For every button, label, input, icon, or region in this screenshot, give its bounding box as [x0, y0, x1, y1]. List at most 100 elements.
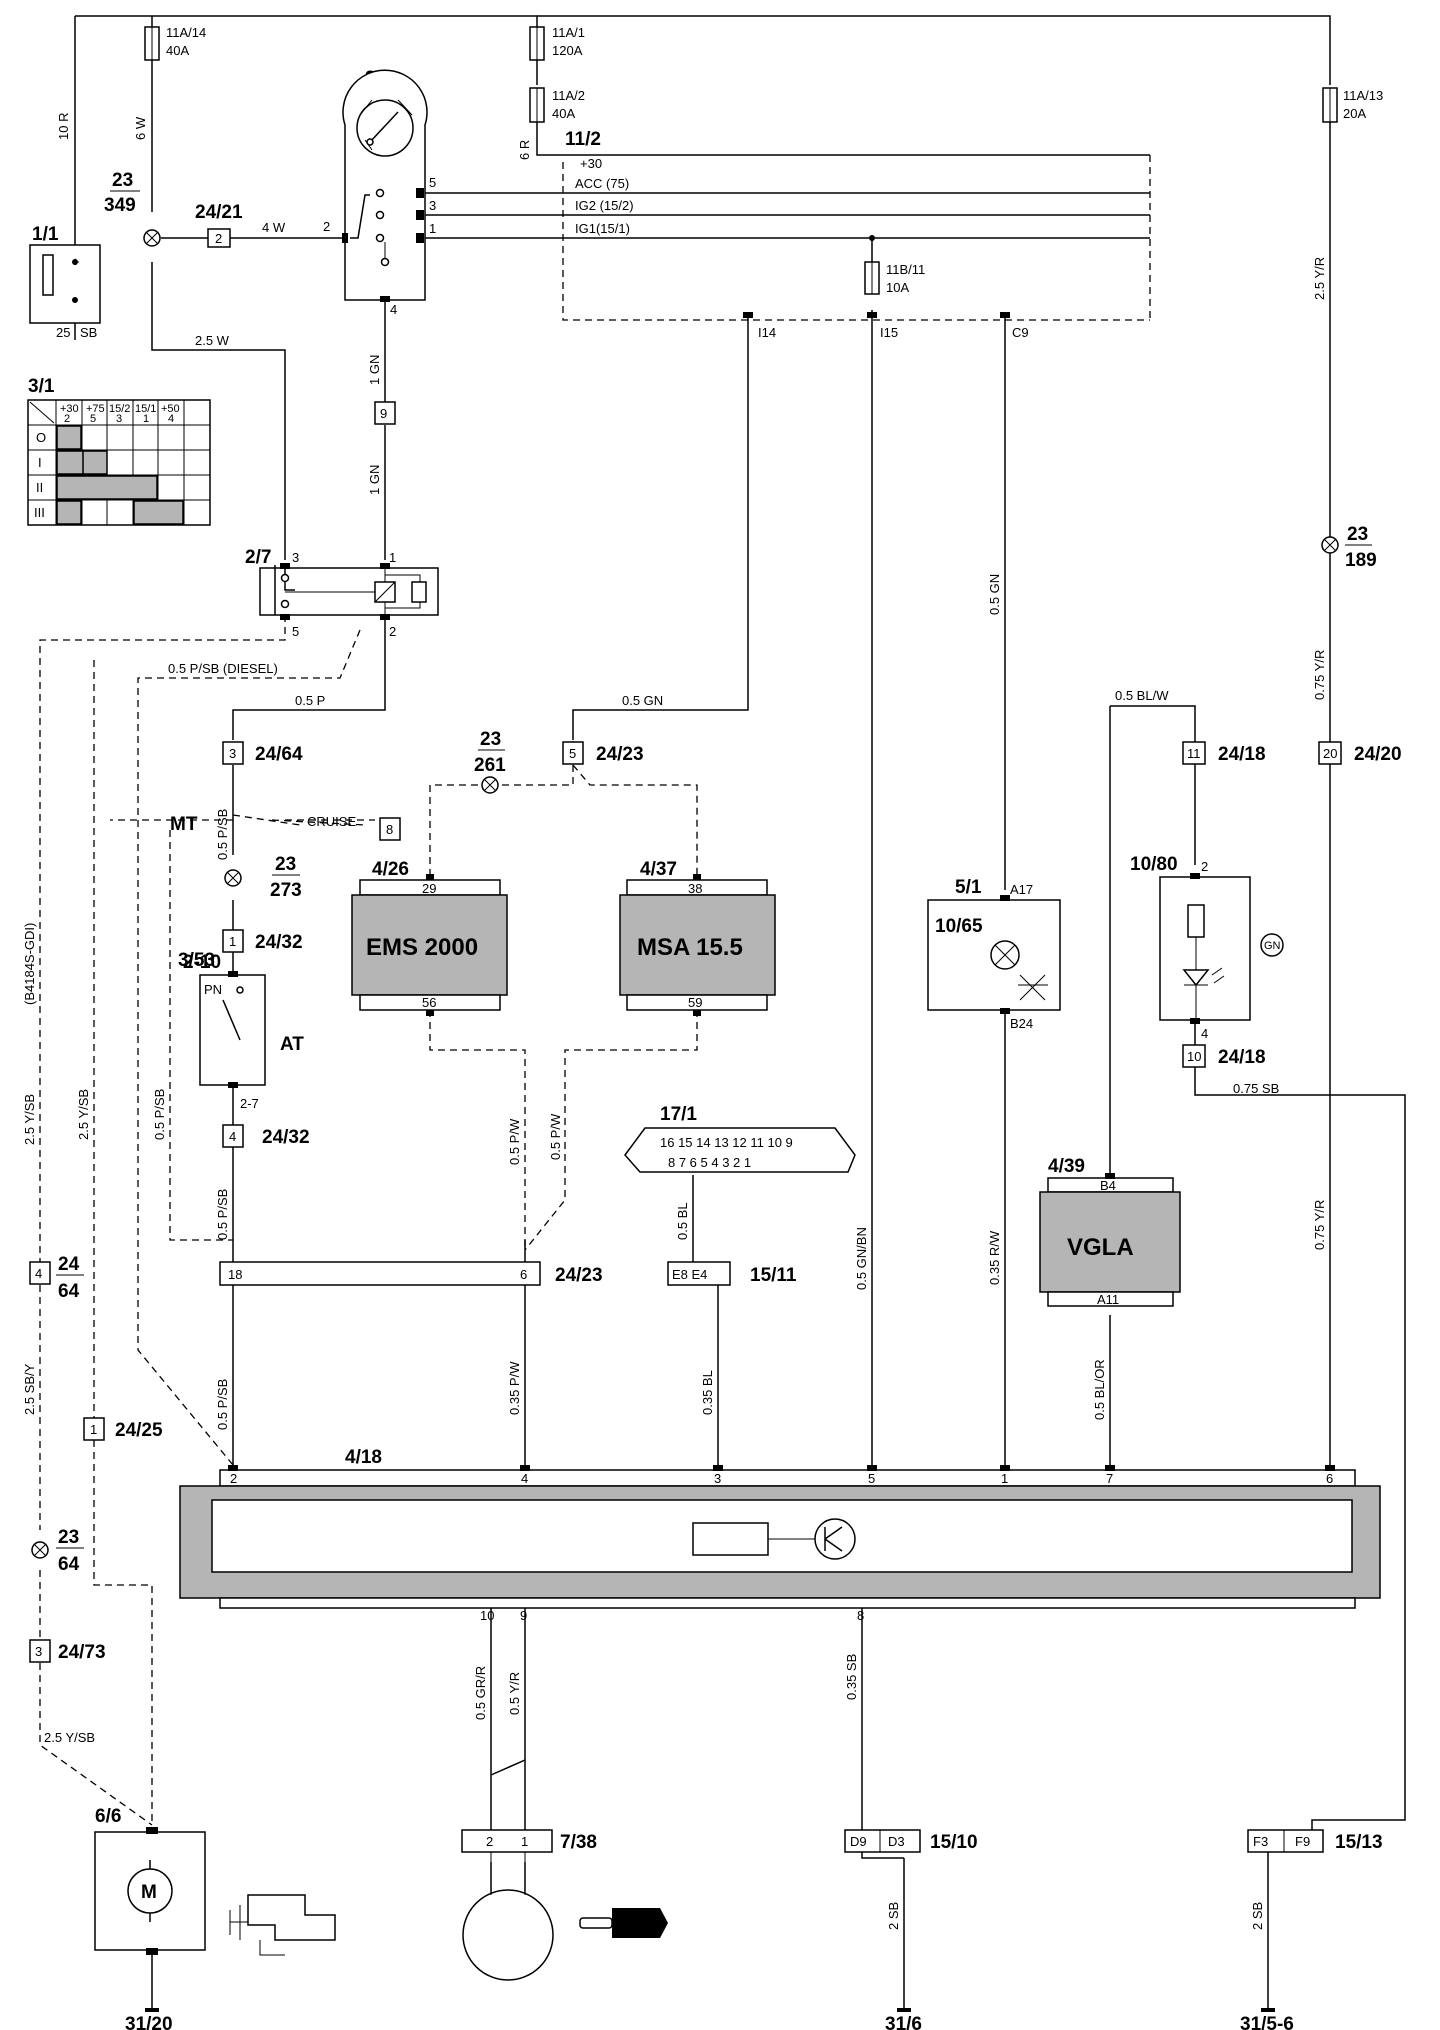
svg-text:F9: F9 [1295, 1834, 1310, 1849]
svg-text:D9: D9 [850, 1834, 867, 1849]
svg-text:11: 11 [1187, 746, 1201, 761]
fuse-rating: 40A [166, 43, 189, 58]
svg-text:3: 3 [35, 1644, 42, 1659]
svg-text:0.5 Y/R: 0.5 Y/R [507, 1672, 522, 1715]
svg-text:AT: AT [280, 1034, 304, 1055]
svg-text:0.5 GR/R: 0.5 GR/R [473, 1666, 488, 1720]
gear-switch-id: 3/53 [178, 950, 215, 971]
svg-text:24/32: 24/32 [262, 1127, 310, 1148]
svg-text:6/6: 6/6 [95, 1806, 121, 1827]
svg-text:2.5 Y/SB: 2.5 Y/SB [76, 1089, 91, 1140]
connector-24-32-b: 4 24/32 [222, 1124, 310, 1148]
svg-text:10: 10 [1187, 1049, 1201, 1064]
svg-text:0.75 SB: 0.75 SB [1233, 1081, 1279, 1096]
svg-text:9: 9 [380, 406, 387, 421]
svg-text:5: 5 [868, 1471, 875, 1486]
svg-text:3/1: 3/1 [28, 376, 55, 397]
svg-text:PN: PN [204, 982, 222, 997]
svg-text:O: O [36, 430, 46, 445]
svg-text:A17: A17 [1010, 882, 1033, 897]
connector-24-32-a: 1 24/32 [222, 929, 303, 953]
gear-position-switch: 2-10 PN AT 2-7 [183, 952, 304, 1111]
svg-text:(B4184S-GDI): (B4184S-GDI) [22, 923, 37, 1005]
svg-text:1: 1 [389, 550, 396, 565]
svg-text:189: 189 [1345, 550, 1377, 571]
fuse-11b11: 11B/11 10A [864, 261, 925, 295]
svg-text:B24: B24 [1010, 1016, 1033, 1031]
svg-text:0.5 GN: 0.5 GN [622, 693, 663, 708]
svg-text:273: 273 [270, 880, 302, 901]
fuse-11a1: 11A/1 120A [529, 25, 585, 61]
svg-text:59: 59 [688, 995, 702, 1010]
ground-31-5-6: 31/5-6 [1240, 2008, 1294, 2030]
svg-text:4: 4 [1201, 1026, 1208, 1041]
svg-text:CRUISE: CRUISE [307, 814, 356, 829]
connector-15-13: F3 F9 15/13 [1247, 1829, 1383, 1858]
svg-text:IG1(15/1): IG1(15/1) [575, 221, 630, 236]
starter-motor-6-6: 6/6 M [94, 1806, 206, 1955]
svg-text:2.5 Y/R: 2.5 Y/R [1312, 257, 1327, 300]
svg-text:24/73: 24/73 [58, 1642, 106, 1663]
svg-text:4: 4 [35, 1266, 42, 1281]
splice-23-273: 23 273 [224, 854, 302, 901]
svg-text:5/1: 5/1 [955, 877, 982, 898]
svg-text:0.5 P/SB: 0.5 P/SB [152, 1089, 167, 1140]
svg-text:23: 23 [480, 729, 501, 750]
svg-text:10 R: 10 R [56, 113, 71, 140]
svg-text:17/1: 17/1 [660, 1104, 697, 1125]
fuse-11a14: 11A/14 40A [144, 25, 206, 61]
svg-text:120A: 120A [552, 43, 583, 58]
svg-text:2 SB: 2 SB [1250, 1902, 1265, 1930]
svg-text:2: 2 [486, 1834, 493, 1849]
svg-text:15/2: 15/2 [109, 403, 130, 415]
key-icon [579, 1908, 668, 1938]
svg-text:E8 E4: E8 E4 [672, 1267, 707, 1282]
ground-31-6: 31/6 [885, 2008, 922, 2030]
svg-text:7/38: 7/38 [560, 1832, 597, 1853]
svg-text:40A: 40A [552, 106, 575, 121]
connector-24-25: 1 24/25 [83, 1417, 163, 1441]
connector-24-21: 2 24/21 4 W [195, 202, 286, 248]
svg-text:I15: I15 [880, 325, 898, 340]
svg-text:64: 64 [58, 1281, 80, 1302]
wire-labels: 10 R 6 W 6 R 2.5 W 1 GN 1 GN 2.5 Y/R 0.7… [22, 113, 1327, 1930]
svg-text:MT: MT [170, 814, 198, 835]
svg-text:0.5 BL/W: 0.5 BL/W [1115, 688, 1169, 703]
svg-text:0.5 P/SB: 0.5 P/SB [215, 1189, 230, 1240]
svg-text:4: 4 [521, 1471, 528, 1486]
cruise-connector: CRUISE 8 MT [170, 814, 401, 841]
svg-text:2: 2 [230, 1471, 237, 1486]
svg-text:10/65: 10/65 [935, 916, 983, 937]
svg-text:56: 56 [422, 995, 436, 1010]
svg-text:1: 1 [521, 1834, 528, 1849]
connector-24-20: 20 24/20 [1318, 741, 1402, 765]
svg-text:9: 9 [520, 1608, 527, 1623]
ems-2000: 4/26 EMS 2000 29 56 [351, 859, 508, 1016]
svg-text:15/11: 15/11 [750, 1265, 797, 1286]
lamp-module-5-1: 5/1 10/65 A17 B24 [927, 877, 1061, 1031]
splice-23-189: 23 189 [1321, 524, 1377, 571]
svg-text:+50: +50 [161, 403, 180, 415]
svg-text:24/18: 24/18 [1218, 1047, 1266, 1068]
svg-text:IG2 (15/2): IG2 (15/2) [575, 198, 634, 213]
svg-text:2.5 Y/SB: 2.5 Y/SB [22, 1094, 37, 1145]
splice-23-261: 23 261 [474, 729, 506, 794]
svg-text:24/64: 24/64 [255, 744, 303, 765]
svg-text:2/7: 2/7 [245, 547, 271, 568]
svg-text:0.5 GN: 0.5 GN [987, 574, 1002, 615]
svg-text:11A/2: 11A/2 [552, 88, 585, 103]
svg-text:25: 25 [56, 325, 70, 340]
svg-text:24/32: 24/32 [255, 932, 303, 953]
svg-text:6 R: 6 R [517, 140, 532, 160]
svg-text:5: 5 [90, 413, 96, 425]
solid-wires [74, 15, 1406, 2010]
svg-text:31/20: 31/20 [125, 2014, 173, 2030]
svg-text:ACC (75): ACC (75) [575, 176, 629, 191]
svg-text:I14: I14 [758, 325, 776, 340]
ignition-table: 3/1 +30 2 +75 5 15/2 3 15/1 1 +50 4 O I … [27, 376, 211, 526]
svg-text:10: 10 [480, 1608, 494, 1623]
svg-text:6: 6 [520, 1267, 527, 1282]
svg-text:29: 29 [422, 881, 436, 896]
svg-text:B4: B4 [1100, 1178, 1116, 1193]
svg-text:16 15 14 13 12 11 10 9: 16 15 14 13 12 11 10 9 [660, 1135, 793, 1150]
